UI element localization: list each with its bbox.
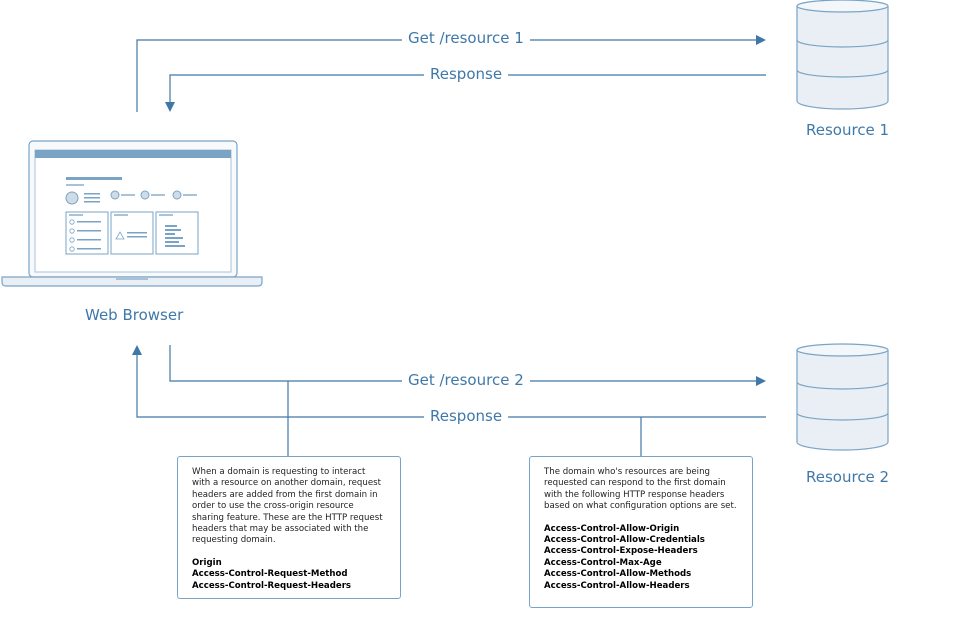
response-header-item: Access-Control-Max-Age [544, 557, 662, 568]
database-icon-resource-1 [796, 0, 889, 110]
response-label-1: Response [424, 65, 509, 83]
response-label-2: Response [424, 407, 509, 425]
request-label-2: Get /resource 2 [402, 371, 530, 389]
response-headers-note: The domain who's resources are being req… [529, 456, 753, 608]
request-arrow-1 [136, 35, 766, 112]
response-arrow-1 [165, 74, 766, 112]
request-header-list: Origin Access-Control-Request-Method Acc… [192, 558, 386, 592]
request-headers-note: When a domain is requesting to interact … [177, 456, 401, 599]
response-note-text: The domain who's resources are being req… [544, 467, 737, 512]
resource-1-label: Resource 1 [806, 121, 890, 139]
database-icon-resource-2 [796, 343, 889, 451]
response-header-list: Access-Control-Allow-Origin Access-Contr… [544, 524, 738, 592]
request-header-item: Origin [192, 557, 222, 568]
response-header-item: Access-Control-Expose-Headers [544, 546, 698, 557]
response-arrow-2 [132, 345, 766, 418]
response-header-item: Access-Control-Allow-Methods [544, 569, 692, 580]
request-note-text: When a domain is requesting to interact … [192, 467, 383, 546]
request-arrow-2 [169, 345, 766, 386]
request-header-item: Access-Control-Request-Method [192, 569, 348, 580]
request-label-1: Get /resource 1 [402, 29, 530, 47]
request-header-item: Access-Control-Request-Headers [192, 580, 352, 591]
response-header-item: Access-Control-Allow-Credentials [544, 535, 705, 546]
web-browser-label: Web Browser [85, 306, 184, 324]
laptop-icon [1, 140, 263, 287]
resource-2-label: Resource 2 [806, 468, 890, 486]
response-header-item: Access-Control-Allow-Origin [544, 523, 680, 534]
response-header-item: Access-Control-Allow-Headers [544, 580, 690, 591]
